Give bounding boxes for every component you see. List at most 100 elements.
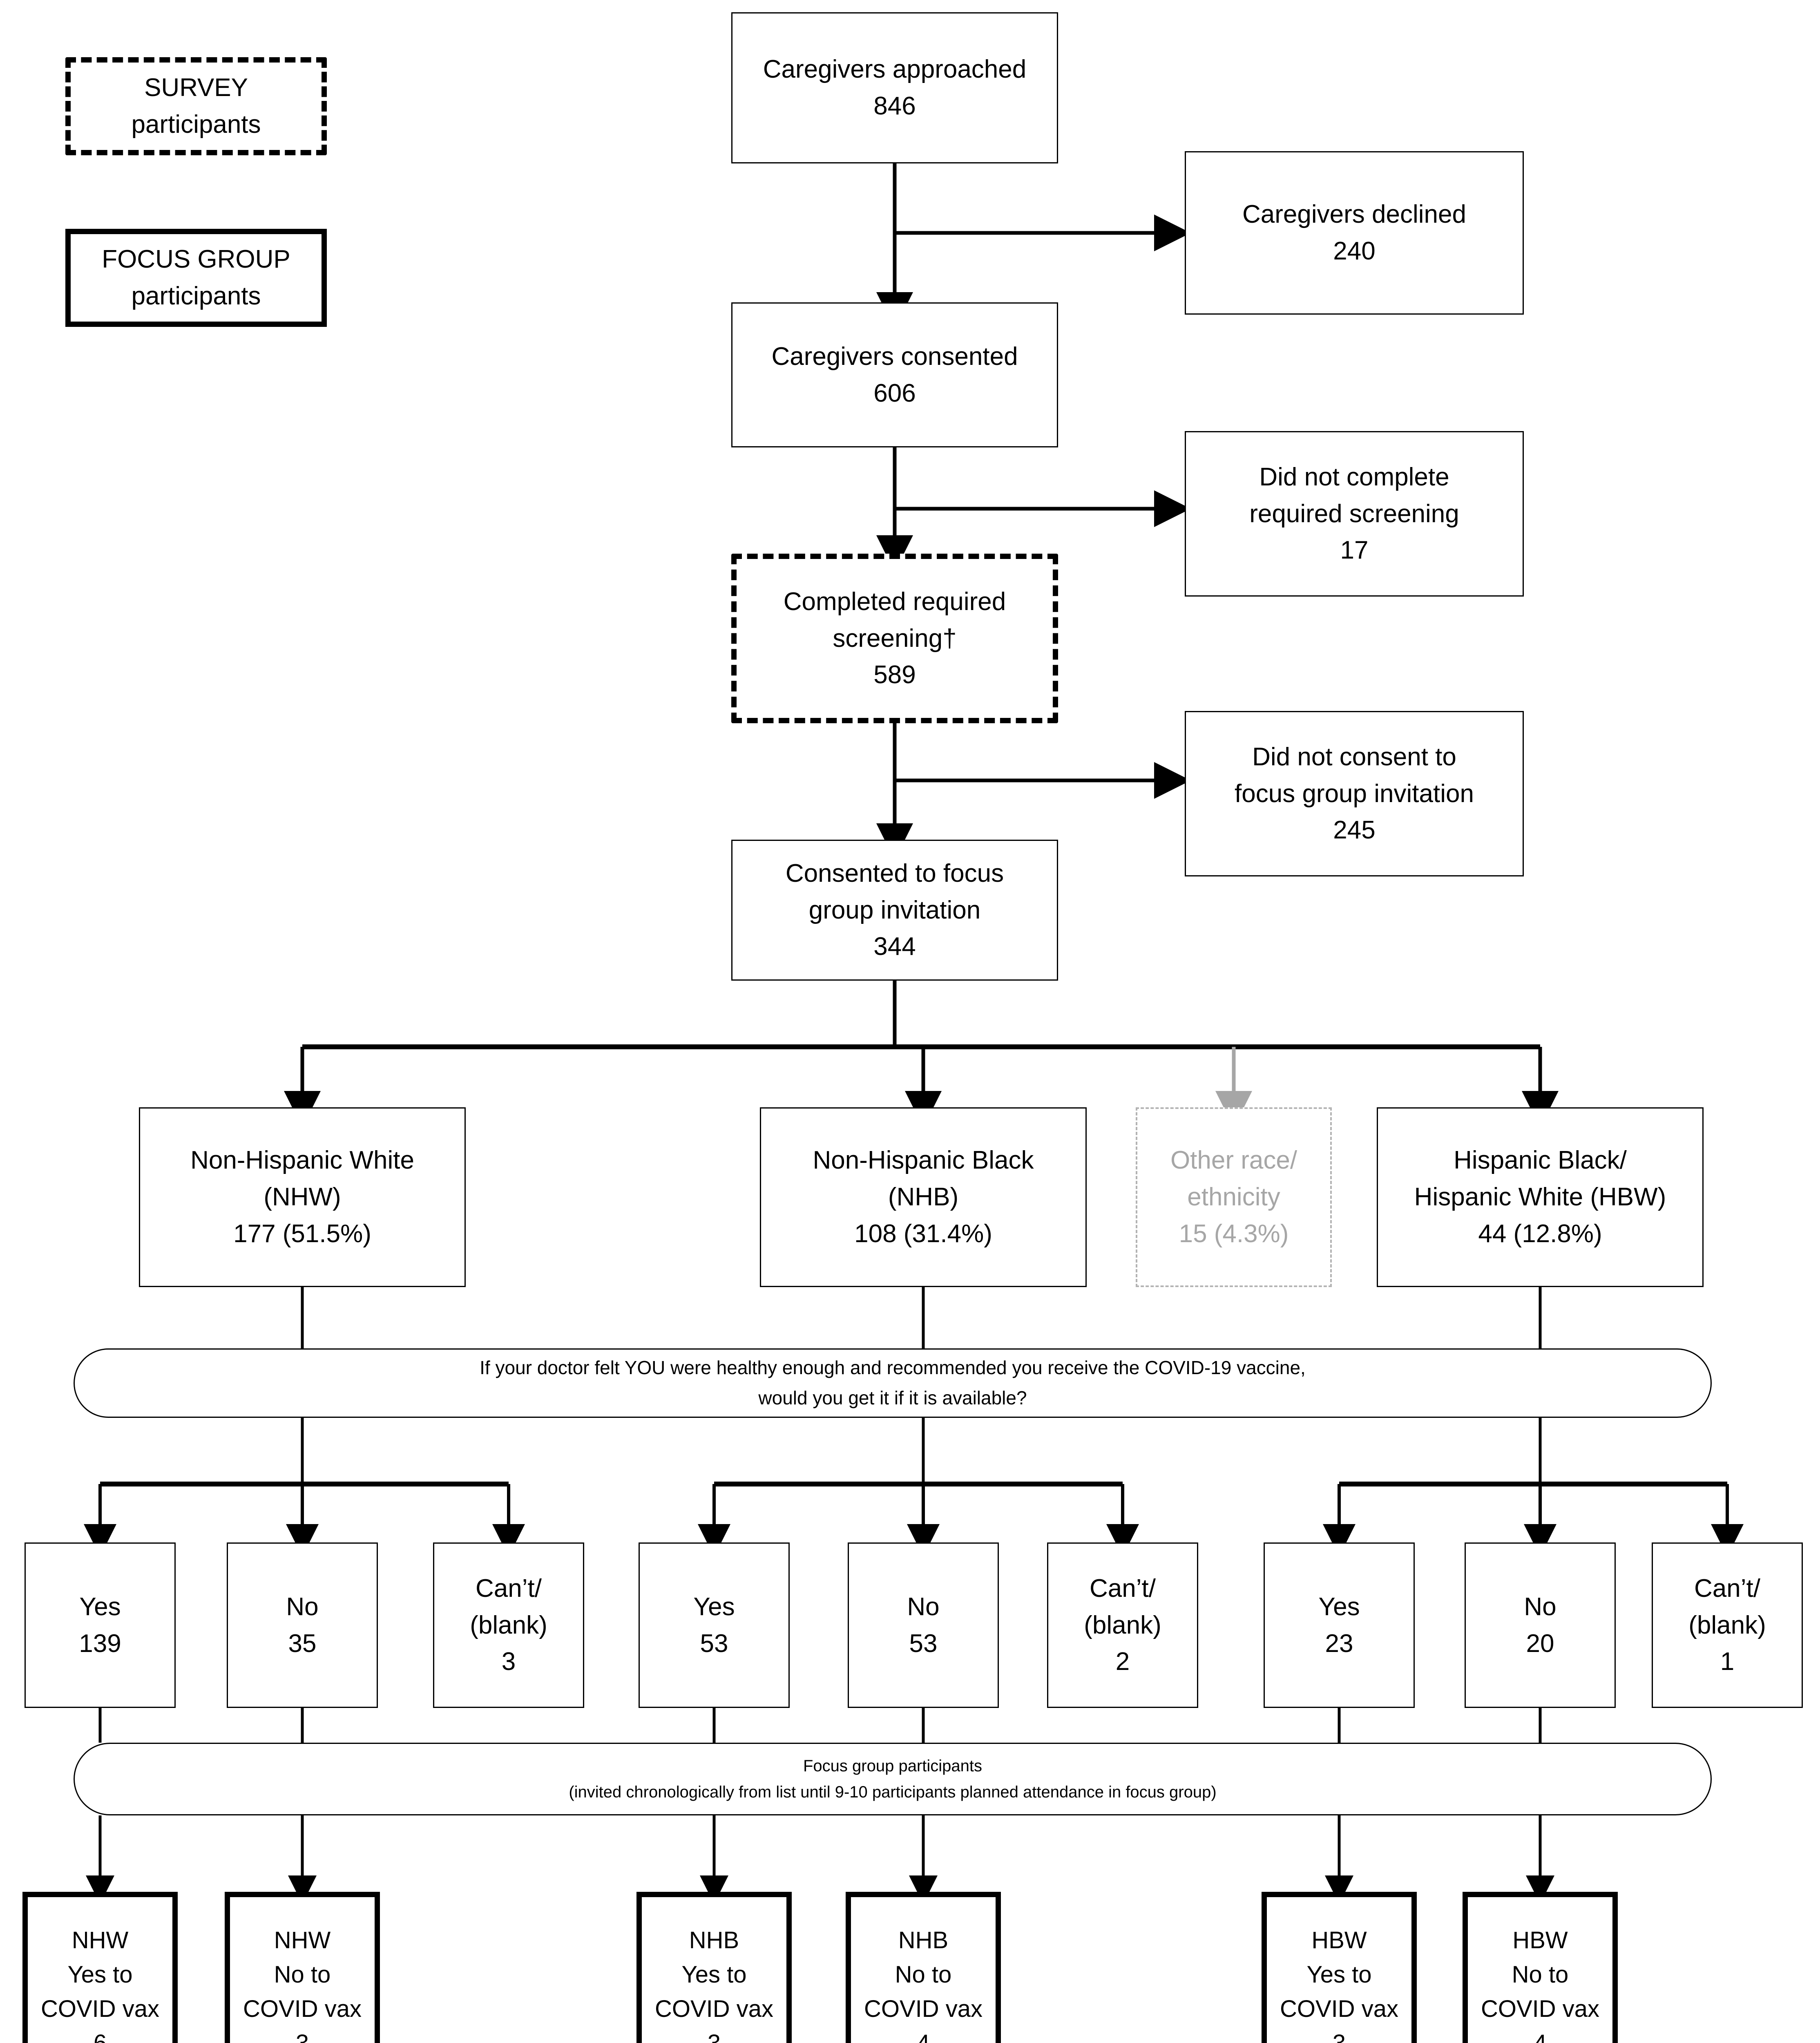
answer-nhw-yes-line1: Yes xyxy=(79,1592,121,1621)
answer-nhb-cant-line1: Can’t/ xyxy=(1090,1574,1156,1603)
screened-line1: Completed required xyxy=(783,587,1006,616)
caregivers-declined-label: Caregivers declined xyxy=(1242,200,1466,229)
answer-nhb-yes-line1: Yes xyxy=(693,1592,735,1621)
answer-nhw-cant-count: 3 xyxy=(501,1647,516,1676)
race-nhw-count: 177 (51.5%) xyxy=(233,1219,371,1248)
focus-box-hbw-no: HBW No to COVID vax 4 xyxy=(1463,1892,1618,2043)
legend-focus-line1: FOCUS GROUP xyxy=(102,245,290,274)
answer-box-nhb-no: No 53 xyxy=(848,1542,999,1708)
answer-hbw-no-line1: No xyxy=(1524,1592,1556,1621)
focus-nhb-yes-line1: NHB xyxy=(689,1927,739,1954)
answer-nhw-cant-line2: (blank) xyxy=(470,1611,547,1639)
question-line1: If your doctor felt YOU were healthy eno… xyxy=(480,1357,1306,1379)
answer-box-nhw-cant: Can’t/ (blank) 3 xyxy=(433,1542,584,1708)
focus-nhw-no-line2: No to xyxy=(274,1961,331,1988)
focus-nhw-yes-line2: Yes to xyxy=(67,1961,133,1988)
legend-survey-line1: SURVEY xyxy=(144,74,248,102)
focus-box-nhb-yes: NHB Yes to COVID vax 3 xyxy=(636,1892,792,2043)
answer-nhw-yes-count: 139 xyxy=(79,1629,121,1658)
focus-nhb-no-count: 4 xyxy=(917,2026,930,2043)
race-nhb-line1: Non-Hispanic Black xyxy=(813,1146,1034,1175)
focus-box-nhw-no: NHW No to COVID vax 3 xyxy=(225,1892,380,2043)
answer-hbw-yes-line1: Yes xyxy=(1318,1592,1360,1621)
focus-nhb-no-line2: No to xyxy=(895,1961,952,1988)
node-caregivers-declined: Caregivers declined 240 xyxy=(1185,151,1524,315)
race-other-line2: ethnicity xyxy=(1187,1183,1280,1211)
answer-box-hbw-cant: Can’t/ (blank) 1 xyxy=(1652,1542,1803,1708)
focus-nhb-no-line3: COVID vax xyxy=(864,1996,983,2022)
race-nhw-line2: (NHW) xyxy=(264,1183,341,1211)
no-fg-consent-count: 245 xyxy=(1333,816,1376,845)
answer-box-nhw-no: No 35 xyxy=(227,1542,378,1708)
focus-box-nhw-yes: NHW Yes to COVID vax 6 xyxy=(22,1892,178,2043)
race-nhb-count: 108 (31.4%) xyxy=(854,1219,992,1248)
legend-survey-participants: SURVEY participants xyxy=(65,57,327,155)
answer-nhb-no-line1: No xyxy=(907,1592,940,1621)
answer-nhw-cant-line1: Can’t/ xyxy=(476,1574,542,1603)
node-caregivers-consented: Caregivers consented 606 xyxy=(731,302,1058,447)
answer-hbw-cant-line2: (blank) xyxy=(1688,1611,1766,1639)
focus-nhw-yes-line3: COVID vax xyxy=(40,1996,160,2022)
answer-hbw-no-count: 20 xyxy=(1526,1629,1554,1658)
focus-nhb-yes-line3: COVID vax xyxy=(654,1996,774,2022)
focus-nhw-no-line3: COVID vax xyxy=(243,1996,362,2022)
not-screened-count: 17 xyxy=(1340,536,1369,565)
race-hbw-line1: Hispanic Black/ xyxy=(1454,1146,1627,1175)
caregivers-consented-count: 606 xyxy=(873,379,916,407)
focus-bar-line2: (invited chronologically from list until… xyxy=(569,1783,1217,1801)
focus-hbw-no-line1: HBW xyxy=(1512,1927,1568,1954)
node-did-not-complete-screening: Did not complete required screening 17 xyxy=(1185,431,1524,597)
focus-hbw-yes-line3: COVID vax xyxy=(1280,1996,1399,2022)
focus-nhb-yes-count: 3 xyxy=(708,2026,721,2043)
node-race-group-hbw: Hispanic Black/ Hispanic White (HBW) 44 … xyxy=(1377,1107,1704,1287)
focus-box-hbw-yes: HBW Yes to COVID vax 3 xyxy=(1262,1892,1417,2043)
answer-nhw-no-line1: No xyxy=(286,1592,319,1621)
legend-focus-line2: participants xyxy=(131,282,261,310)
legend-survey-line2: participants xyxy=(131,110,261,139)
race-other-count: 15 (4.3%) xyxy=(1179,1219,1289,1248)
node-did-not-consent-focus-group: Did not consent to focus group invitatio… xyxy=(1185,711,1524,876)
answer-nhw-no-count: 35 xyxy=(288,1629,317,1658)
no-fg-consent-line2: focus group invitation xyxy=(1235,779,1474,808)
screened-line2: screening† xyxy=(833,624,957,653)
node-race-group-nhw: Non-Hispanic White (NHW) 177 (51.5%) xyxy=(139,1107,466,1287)
question-line2: would you get it if it is available? xyxy=(758,1387,1027,1408)
answer-hbw-cant-line1: Can’t/ xyxy=(1694,1574,1760,1603)
race-hbw-line2: Hispanic White (HBW) xyxy=(1414,1183,1666,1211)
answer-box-nhb-cant: Can’t/ (blank) 2 xyxy=(1047,1542,1198,1708)
fg-consent-count: 344 xyxy=(873,932,916,961)
answer-nhb-cant-count: 2 xyxy=(1115,1647,1130,1676)
node-race-group-nhb: Non-Hispanic Black (NHB) 108 (31.4%) xyxy=(760,1107,1087,1287)
screened-count: 589 xyxy=(873,661,916,689)
fg-consent-line2: group invitation xyxy=(808,896,981,924)
answer-nhb-yes-count: 53 xyxy=(700,1629,728,1658)
caregivers-approached-count: 846 xyxy=(873,92,916,120)
legend-focus-group-participants: FOCUS GROUP participants xyxy=(65,229,327,327)
not-screened-line1: Did not complete xyxy=(1259,463,1449,491)
focus-hbw-no-line3: COVID vax xyxy=(1481,1996,1600,2022)
focus-nhw-yes-count: 6 xyxy=(94,2026,107,2043)
no-fg-consent-line1: Did not consent to xyxy=(1252,742,1456,771)
node-completed-required-screening: Completed required screening† 589 xyxy=(731,554,1058,723)
race-other-line1: Other race/ xyxy=(1170,1146,1297,1175)
answer-box-nhw-yes: Yes 139 xyxy=(25,1542,176,1708)
race-nhb-line2: (NHB) xyxy=(888,1183,959,1211)
answer-nhb-cant-line2: (blank) xyxy=(1084,1611,1161,1639)
focus-hbw-no-count: 4 xyxy=(1534,2026,1547,2043)
answer-hbw-yes-count: 23 xyxy=(1325,1629,1353,1658)
answer-hbw-cant-count: 1 xyxy=(1720,1647,1735,1676)
focus-nhw-no-line1: NHW xyxy=(274,1927,331,1954)
caregivers-declined-count: 240 xyxy=(1333,237,1376,265)
focus-nhw-yes-line1: NHW xyxy=(71,1927,129,1954)
answer-box-hbw-no: No 20 xyxy=(1465,1542,1616,1708)
focus-nhb-no-line1: NHB xyxy=(898,1927,949,1954)
answer-box-nhb-yes: Yes 53 xyxy=(639,1542,790,1708)
focus-bar-line1: Focus group participants xyxy=(803,1757,982,1775)
focus-hbw-no-line2: No to xyxy=(1512,1961,1569,1988)
node-consented-focus-group: Consented to focus group invitation 344 xyxy=(731,840,1058,981)
race-nhw-line1: Non-Hispanic White xyxy=(190,1146,414,1175)
focus-nhb-yes-line2: Yes to xyxy=(681,1961,747,1988)
focus-hbw-yes-line1: HBW xyxy=(1311,1927,1367,1954)
focus-nhw-no-count: 3 xyxy=(296,2026,309,2043)
